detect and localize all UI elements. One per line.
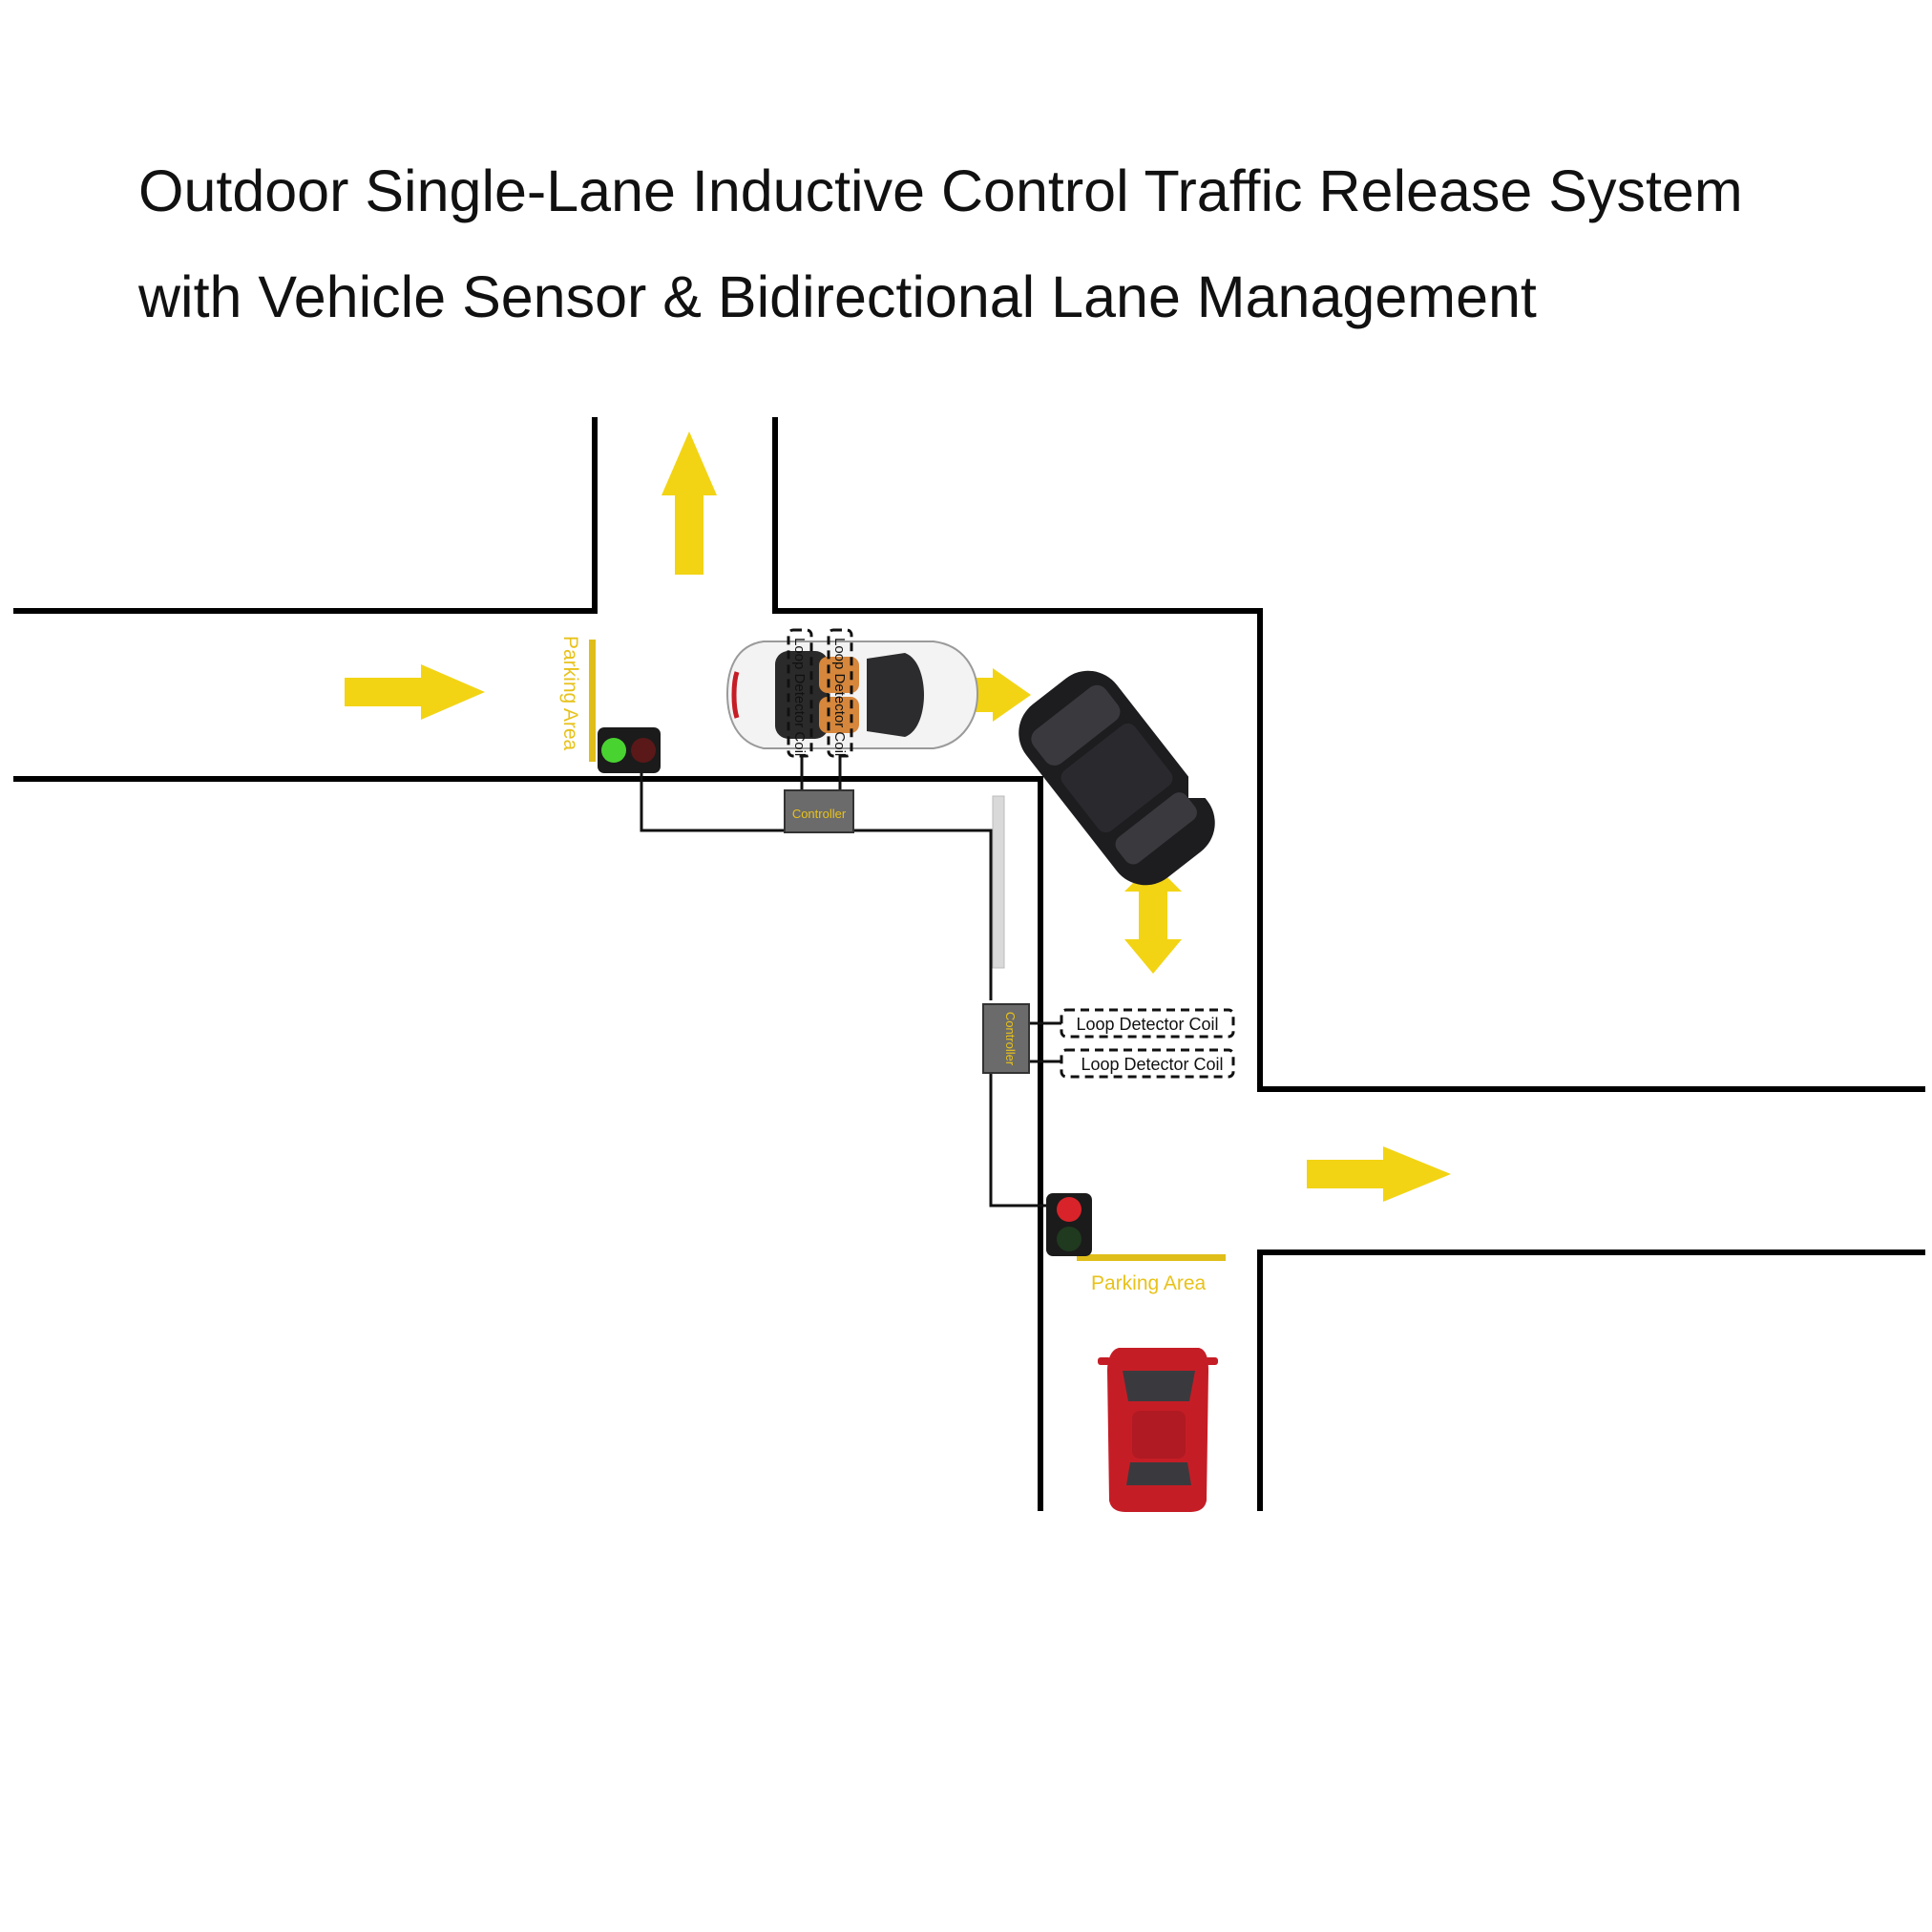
road-edge-bottom-right	[1257, 1250, 1925, 1511]
parking-line-top	[589, 640, 596, 762]
arrow-right-top-icon	[345, 664, 485, 720]
red-lamp-off	[631, 738, 656, 763]
road-mask	[1188, 764, 1257, 798]
road-edge-middle	[13, 776, 1043, 1511]
traffic-light-top	[598, 727, 661, 773]
parking-area-label-top: Parking Area	[559, 636, 581, 751]
diagram-title: Outdoor Single-Lane Inductive Control Tr…	[138, 138, 1876, 350]
controller-label-top: Controller	[792, 807, 847, 821]
title-line-2: with Vehicle Sensor & Bidirectional Lane…	[138, 264, 1537, 329]
controller-label-right: Controller	[1003, 1012, 1018, 1066]
road-edge-top-left	[13, 417, 598, 614]
title-line-1: Outdoor Single-Lane Inductive Control Tr…	[138, 158, 1743, 223]
arrow-right-bottom-icon	[1307, 1146, 1451, 1202]
direction-arrows	[345, 431, 1451, 1202]
road-edges	[13, 417, 1925, 1511]
red-lamp-on	[1057, 1197, 1082, 1222]
loop-coil-right-2-label: Loop Detector Coil	[1081, 1055, 1223, 1074]
loop-coil-top-2: Loop Detector Coil	[827, 628, 853, 758]
traffic-light-bottom	[1046, 1193, 1092, 1256]
parking-area-label-bottom: Parking Area	[1091, 1272, 1207, 1294]
arrow-up-icon	[662, 431, 717, 575]
loop-coil-top-2-label: Loop Detector Coil	[831, 638, 848, 756]
loop-coil-right-2: Loop Detector Coil	[1060, 1048, 1235, 1079]
loop-coil-top-1-label: Loop Detector Coil	[791, 638, 808, 756]
green-lamp-off	[1057, 1227, 1082, 1251]
road-edge-top-right	[772, 417, 1925, 1092]
arrow-right-car-icon	[976, 668, 1031, 722]
loop-coil-right-1: Loop Detector Coil	[1060, 1008, 1235, 1039]
loop-coil-top-1: Loop Detector Coil	[787, 628, 813, 758]
controller-box-top: Controller	[784, 789, 854, 833]
controller-box-right: Controller	[982, 1003, 1030, 1074]
wire-top-to-right	[850, 829, 993, 1000]
red-car	[1098, 1348, 1218, 1512]
wire-light-top	[640, 773, 792, 832]
loop-coil-right-1-label: Loop Detector Coil	[1076, 1015, 1218, 1034]
pole-grey	[992, 795, 1005, 969]
black-car	[1018, 670, 1215, 886]
green-lamp-on	[601, 738, 626, 763]
arrow-bidirectional-icon	[1124, 863, 1182, 974]
parking-line-bottom	[1077, 1254, 1226, 1261]
wire-right-to-light	[989, 1073, 1046, 1208]
